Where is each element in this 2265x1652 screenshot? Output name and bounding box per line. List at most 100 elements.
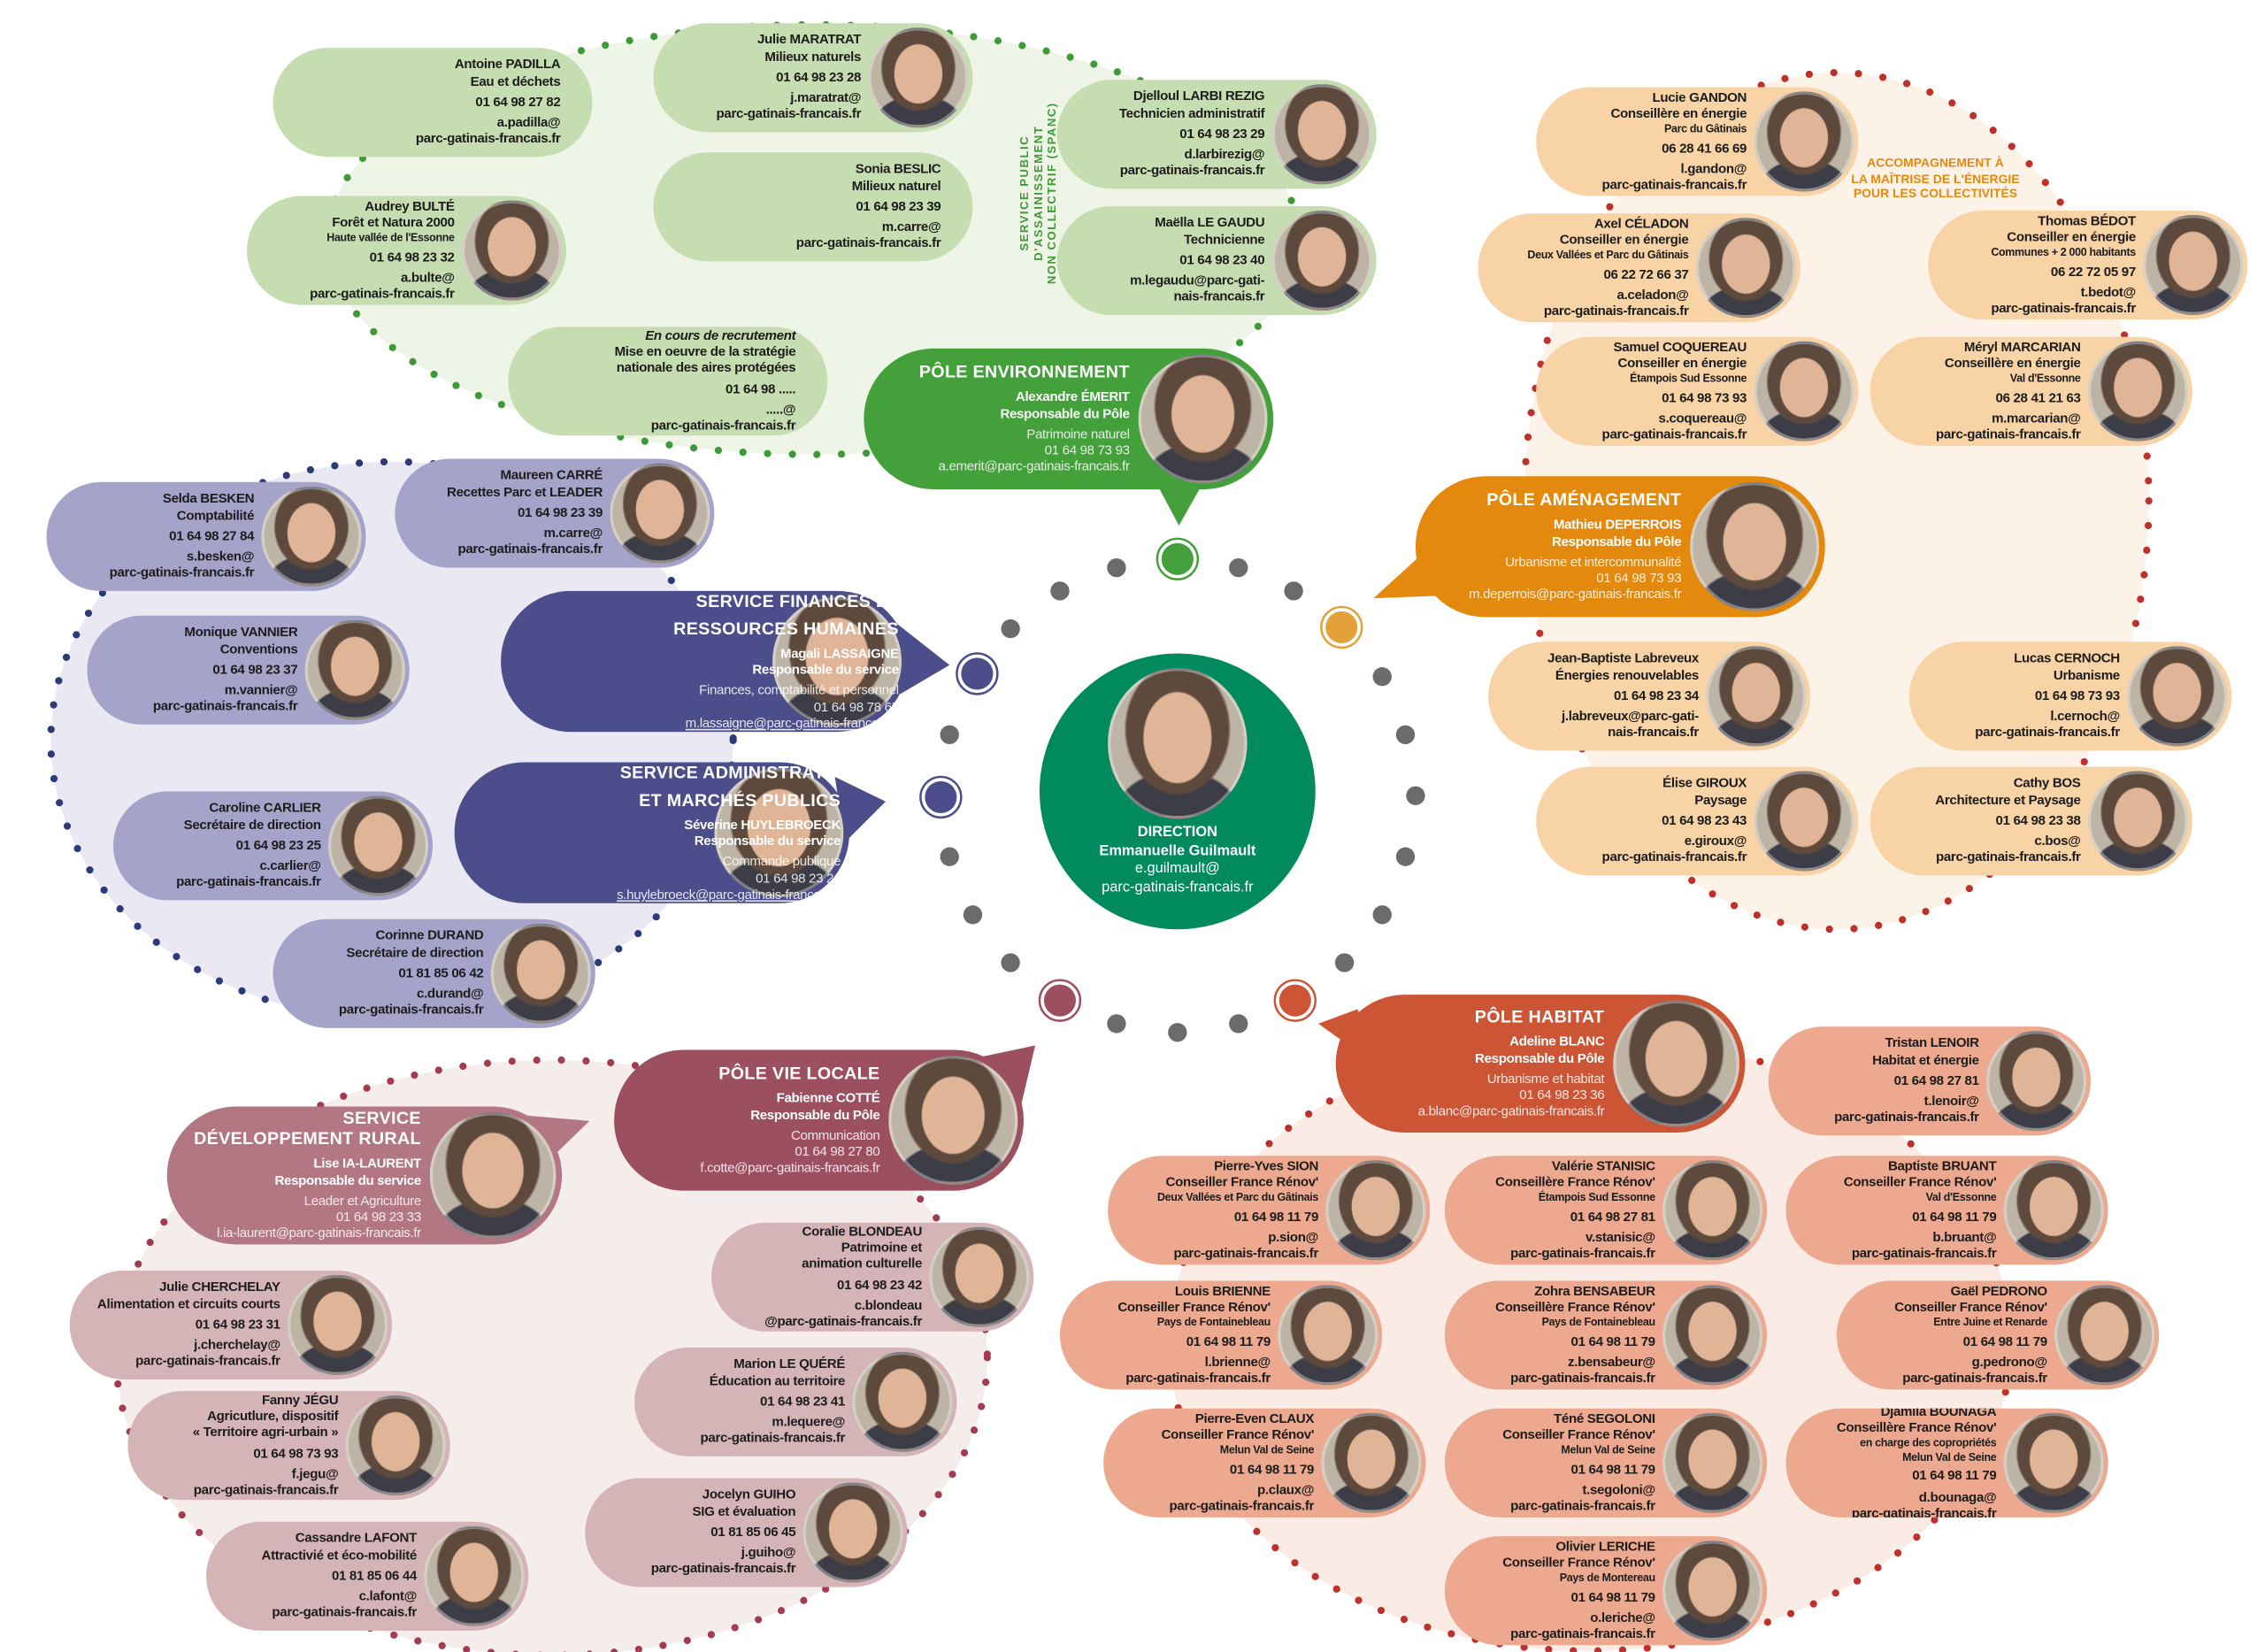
staff-email: parc-gatinais-francais.fr (650, 1561, 796, 1576)
staff-area: Haute vallée de l'Essonne (326, 231, 455, 244)
staff-role: Conseillère en énergie (1944, 355, 2081, 371)
staff-email: .....@ (765, 402, 796, 417)
staff-area: Deux Vallées et Parc du Gâtinais (1527, 248, 1689, 262)
staff-email: @parc-gatinais-francais.fr (764, 1313, 923, 1329)
staff-email: j.labreveux@parc-gati- (1561, 708, 1699, 724)
staff-email: parc-gatinais-francais.fr (1125, 1371, 1271, 1386)
pole-node-environnement (1161, 542, 1194, 575)
staff-area: Étampois Sud Essonne (1538, 1190, 1655, 1204)
staff-role: Mise en oeuvre de la stratégie (614, 344, 796, 359)
staff-role: Habitat et énergie (1872, 1052, 1979, 1067)
connector-dot (1107, 557, 1126, 578)
staff-name: Pierre-Even CLAUX (1194, 1410, 1315, 1426)
staff-phone: 01 64 98 11 79 (1962, 1333, 2048, 1348)
connector-dot (1334, 953, 1355, 972)
staff-name: Jocelyn GUIHO (702, 1487, 796, 1502)
staff-email: p.sion@ (1268, 1229, 1319, 1245)
pole-node-finances (961, 657, 994, 690)
staff-email: z.bensabeur@ (1567, 1354, 1655, 1370)
staff-name: Sonia BESLIC (855, 161, 941, 177)
head-phone: 01 64 98 23 33 (335, 1210, 421, 1225)
staff-email: parc-gatinais-francais.fr (1601, 426, 1747, 442)
staff-name: Lucas CERNOCH (2014, 650, 2120, 666)
staff-role: Conseiller en énergie (2007, 229, 2136, 244)
staff-phone: 01 64 98 11 79 (1570, 1589, 1656, 1604)
spanc-label-line: SERVICE PUBLIC D'ASSAINISSEMENT (1017, 125, 1045, 261)
staff-phone: 01 64 98 11 79 (1570, 1333, 1656, 1348)
head-phone: 01 64 98 78 65 (813, 699, 899, 714)
staff-email: nais-francais.fr (1608, 725, 1699, 740)
staff-email: t.bedot@ (2080, 284, 2137, 299)
staff-email: parc-gatinais-francais.fr (272, 1604, 417, 1620)
head-phone: 01 64 98 73 93 (1596, 571, 1682, 586)
staff-name: Monique VANNIER (184, 625, 298, 640)
staff-phone: 01 64 98 27 84 (169, 528, 255, 543)
staff-email: a.bulte@ (400, 269, 455, 285)
staff-email: parc-gatinais-francais.fr (716, 106, 862, 121)
staff-email: parc-gatinais-francais.fr (338, 1002, 484, 1018)
pole-title: PÔLE VIE LOCALE (718, 1064, 880, 1084)
staff-name: Corinne DURAND (375, 928, 484, 943)
connector-dot (1372, 667, 1392, 687)
staff-email: l.cernoch@ (2050, 708, 2120, 724)
staff-email: a.celadon@ (1616, 287, 1689, 303)
staff-email: c.lafont@ (358, 1588, 418, 1603)
staff-email: parc-gatinais-francais.fr (1119, 163, 1265, 178)
connector-dot (1229, 1014, 1248, 1033)
staff-name: Antoine PADILLA (454, 57, 561, 73)
staff-photo (868, 27, 969, 128)
staff-photo (1278, 1285, 1378, 1386)
staff-area: Deux Vallées et Parc du Gâtinais (1156, 1190, 1319, 1204)
direction-title: DIRECTION (1137, 825, 1217, 841)
staff-name: Djamila BOUNAGA (1880, 1408, 1997, 1419)
direction-node: DIRECTION Emmanuelle Guilmault e.guilmau… (1039, 653, 1316, 930)
staff-role: Urbanisme (2053, 667, 2120, 682)
head-photo (1690, 481, 1820, 611)
staff-role: nationale des aires protégées (616, 360, 796, 375)
staff-phone: 01 64 98 73 93 (2034, 688, 2120, 703)
staff-role: Attractivié et éco-mobilité (261, 1547, 418, 1563)
staff-phone: 01 64 98 23 39 (856, 198, 941, 214)
staff-photo (2127, 646, 2228, 747)
staff-email: s.besken@ (186, 549, 255, 564)
staff-photo (1662, 1285, 1763, 1386)
staff-photo (1662, 1541, 1763, 1641)
staff-email: c.bos@ (2034, 834, 2081, 849)
staff-email: parc-gatinais-francais.fr (700, 1430, 846, 1446)
staff-role: Alimentation et circuits courts (96, 1295, 280, 1311)
staff-phone: 01 64 98 23 25 (235, 837, 321, 853)
staff-email: j.cherchelay@ (194, 1337, 280, 1352)
staff-email: parc-gatinais-francais.fr (1975, 725, 2120, 740)
staff-name: Djelloul LARBI REZIG (1132, 88, 1265, 104)
staff-photo (1271, 210, 1372, 311)
staff-email: e.giroux@ (1684, 834, 1747, 849)
staff-phone: 01 64 98 ..... (726, 380, 796, 396)
staff-phone: 01 64 98 23 39 (517, 504, 603, 520)
connector-dot (963, 905, 983, 925)
connector-dot (1284, 581, 1303, 601)
pole-title: RESSOURCES HUMAINES (673, 619, 899, 640)
staff-role: Conseiller France Rénov' (1894, 1299, 2047, 1315)
